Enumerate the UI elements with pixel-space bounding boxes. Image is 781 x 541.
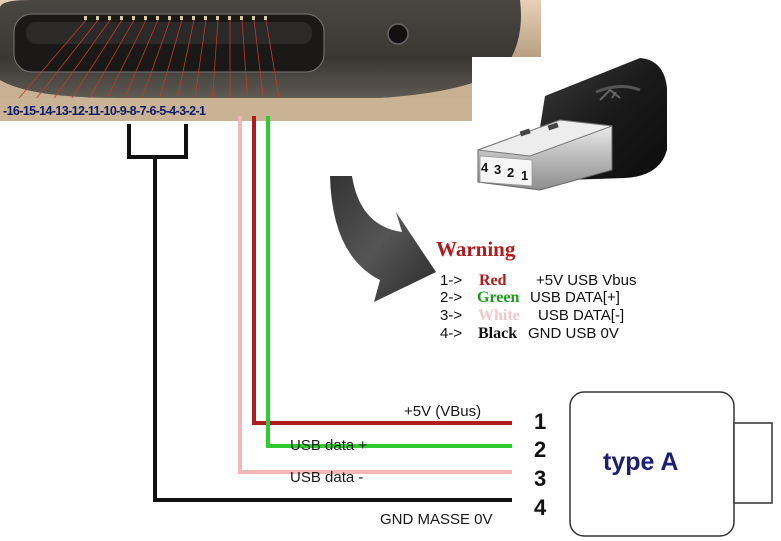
usb-pin-label-2: 2 [507, 165, 514, 180]
warning-line-1: 1-> Red +5V USB Vbus [440, 272, 636, 289]
connector-box-label: type A [603, 448, 678, 476]
wire-label-data-plus: USB data + [290, 437, 367, 454]
wire-white-data-minus [238, 116, 512, 474]
wires [127, 116, 512, 502]
warning-line-2: 2-> Green USB DATA[+] [440, 289, 620, 306]
device-button-hole [387, 23, 409, 45]
pin-number-4: 4 [534, 495, 547, 520]
wire-label-data-minus: USB data - [290, 469, 363, 486]
usb-plug-photo: 4 3 2 1 [472, 57, 667, 191]
usb-pin-label-1: 1 [521, 168, 528, 183]
pin-number-2: 2 [534, 437, 546, 462]
pin-number-3: 3 [534, 466, 546, 491]
wire-label-vbus: +5V (VBus) [404, 403, 481, 420]
pin-number-1: 1 [534, 409, 546, 434]
warning-line-3: 3-> White USB DATA[-] [440, 307, 624, 324]
warning-line-4: 4-> Black GND USB 0V [440, 325, 619, 342]
curved-arrow-icon [330, 176, 436, 302]
wire-label-gnd: GND MASSE 0V [380, 511, 493, 528]
usb-pin-label-4: 4 [481, 160, 489, 175]
wire-green-data-plus [266, 116, 512, 448]
warning-legend: Warning 1-> Red +5V USB Vbus 2-> Green U… [436, 237, 636, 342]
pin-strip-labels: -16-15-14-13-12-11-10-9-8-7-6-5-4-3-2-1 [3, 104, 206, 118]
usb-pin-label-3: 3 [494, 162, 501, 177]
wire-red-vbus [252, 116, 512, 425]
wire-black-top [129, 124, 188, 159]
device-connector-photo: -16-15-14-13-12-11-10-9-8-7-6-5-4-3-2-1 [0, 0, 541, 121]
connector-pin-row [84, 16, 267, 20]
pin-fan-lines [13, 19, 281, 105]
type-a-connector: type A [569, 391, 773, 537]
connector-tongue [733, 422, 773, 504]
warning-title: Warning [436, 237, 516, 261]
